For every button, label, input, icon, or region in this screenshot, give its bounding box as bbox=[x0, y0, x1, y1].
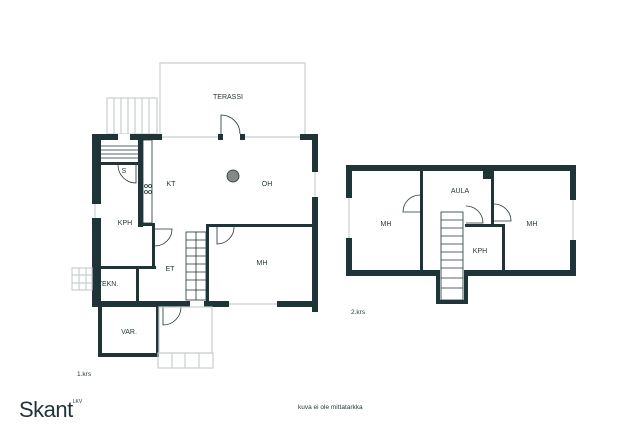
room-label-technical: TEKN. bbox=[98, 281, 119, 288]
side-steps bbox=[71, 267, 93, 291]
front-steps bbox=[157, 352, 214, 369]
floor-label-2: 2.krs bbox=[351, 309, 366, 316]
room-label-bathroom: KPH bbox=[118, 220, 132, 227]
stairs-ground bbox=[185, 231, 207, 301]
wall-left bbox=[92, 134, 101, 307]
wall-kitchen bbox=[138, 140, 143, 227]
vestibule bbox=[158, 306, 213, 354]
terrace-outline bbox=[159, 62, 306, 134]
fireplace-icon bbox=[226, 169, 240, 183]
room-label-bedroom-left: MH bbox=[381, 221, 392, 228]
room-label-sauna: S bbox=[122, 168, 127, 175]
room-label-terrace: TERASSI bbox=[213, 94, 243, 101]
floor-label-1: 1.krs bbox=[77, 371, 92, 378]
bedroom-door bbox=[216, 226, 235, 245]
room-label-lobby: AULA bbox=[451, 188, 470, 195]
room-label-bathroom-upper: KPH bbox=[473, 248, 487, 255]
room-label-bedroom-right: MH bbox=[527, 221, 538, 228]
room-label-hall: ET bbox=[166, 266, 176, 273]
back-stairs bbox=[106, 97, 158, 135]
floor-2-plan: MH AULA MH KPH 2.krs bbox=[346, 165, 576, 316]
door-bathroom bbox=[465, 205, 484, 224]
bathroom-door bbox=[154, 228, 173, 247]
floor-1-plan: TERASSI KT OH S KPH ET MH TEKN. VAR. 1.k… bbox=[71, 62, 318, 378]
door-bedroom-right bbox=[493, 203, 512, 222]
terrace-door bbox=[220, 114, 241, 135]
sauna-door bbox=[117, 164, 137, 184]
scale-disclaimer: kuva ei ole mittatarkka bbox=[298, 404, 363, 411]
wall-bedroom bbox=[206, 224, 318, 227]
room-label-living: OH bbox=[262, 181, 273, 188]
kitchen-counter bbox=[142, 139, 153, 224]
room-label-storage: VAR. bbox=[121, 329, 137, 336]
room-label-kitchen: KT bbox=[167, 181, 177, 188]
brand-suffix: LKV bbox=[72, 399, 83, 405]
door-bedroom-left bbox=[402, 194, 421, 213]
entrance-door bbox=[162, 306, 182, 326]
wall-bottom bbox=[92, 301, 187, 307]
room-label-bedroom: MH bbox=[257, 260, 268, 267]
brand-logo: SkantLKV bbox=[19, 397, 82, 423]
brand-name: Skant bbox=[19, 397, 73, 422]
wall-right bbox=[312, 134, 318, 312]
stairs-upper bbox=[440, 211, 464, 301]
